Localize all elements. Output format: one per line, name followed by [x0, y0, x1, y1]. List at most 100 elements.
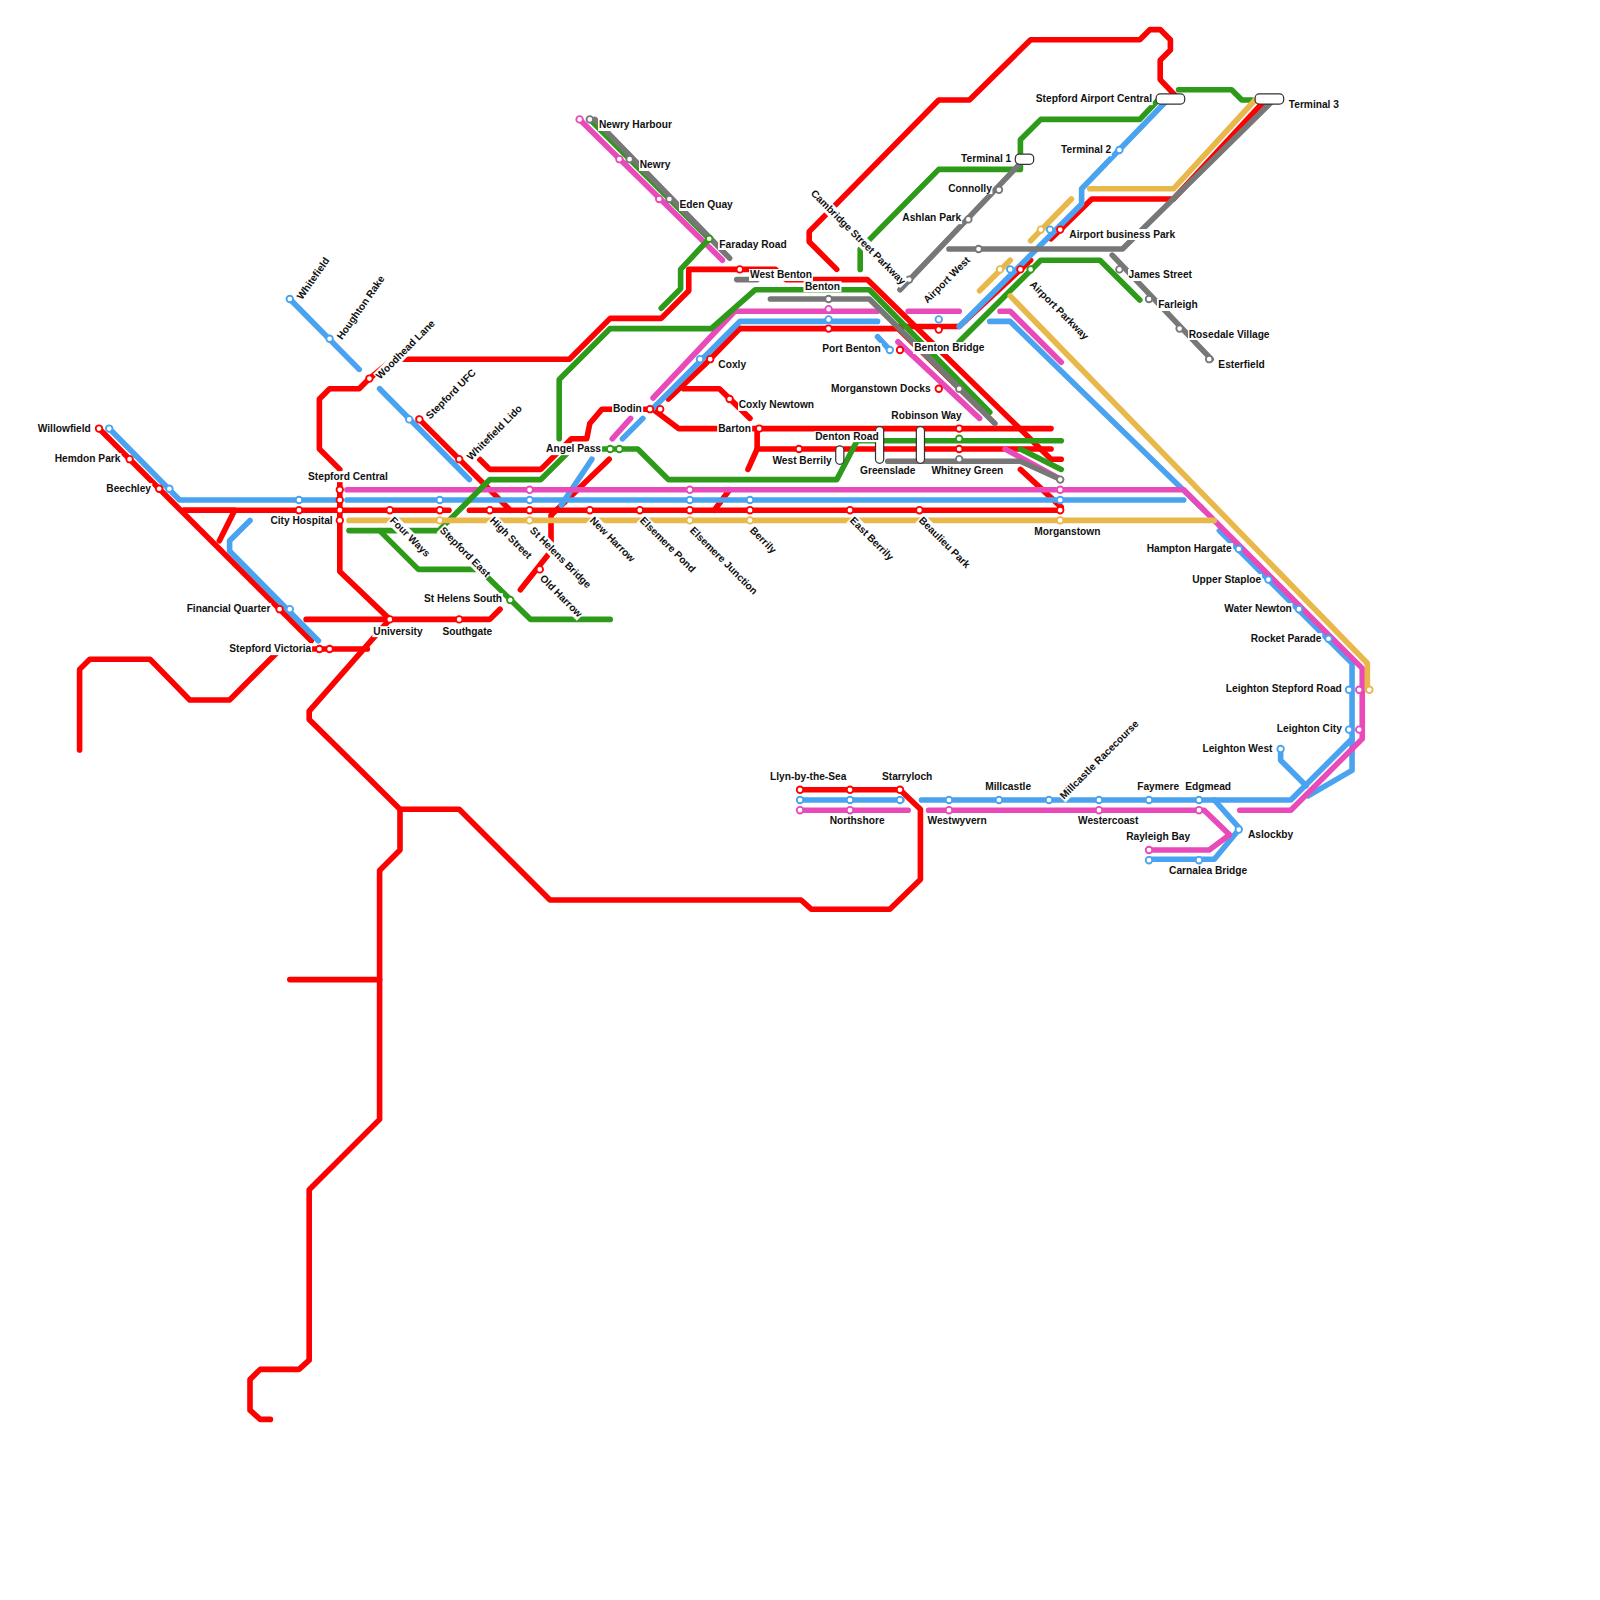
- station-label: Leighton City: [1276, 723, 1343, 735]
- station-label: Benton Bridge: [913, 342, 985, 354]
- station-dot: [416, 416, 423, 423]
- station-dot: [1236, 546, 1243, 553]
- interchange-capsule: [916, 427, 924, 464]
- station-dot: [687, 517, 694, 524]
- station-label: Hemdon Park: [54, 453, 122, 465]
- station-label: Northshore: [829, 816, 886, 828]
- station-dot: [797, 797, 804, 804]
- route-line: [1179, 90, 1252, 100]
- route-line: [99, 429, 311, 641]
- interchange-capsule: [1015, 154, 1033, 164]
- station-label: Rocket Parade: [1250, 633, 1323, 645]
- station-dot: [1206, 356, 1213, 363]
- station-dot: [1196, 807, 1203, 814]
- route-line: [561, 459, 592, 505]
- station-label: Westercoast: [1077, 816, 1139, 828]
- route-line: [990, 321, 1204, 510]
- route-line: [590, 119, 709, 308]
- station-dot: [1007, 266, 1014, 273]
- station-label: Bodin: [612, 403, 643, 415]
- station-dot: [1196, 797, 1203, 804]
- route-line: [400, 790, 920, 909]
- station-dot: [946, 807, 953, 814]
- station-label: Carnalea Bridge: [1168, 866, 1248, 878]
- station-label: West Benton: [749, 269, 813, 281]
- station-label: Airport Parkway: [1026, 278, 1091, 343]
- station-label: Morganstown: [1033, 526, 1101, 538]
- station-dot: [326, 336, 333, 343]
- route-line: [80, 649, 281, 750]
- station-dot: [796, 446, 803, 453]
- station-label: Woodhead Lane: [373, 318, 438, 383]
- station-dot: [1057, 497, 1064, 504]
- station-dot: [337, 497, 344, 504]
- station-label: Hampton Hargate: [1146, 543, 1233, 555]
- station-dot: [1236, 826, 1243, 833]
- station-label: Robinson Way: [890, 410, 962, 422]
- station-dot: [1277, 746, 1284, 753]
- station-dot: [456, 616, 463, 623]
- station-dot: [656, 196, 663, 203]
- station-dot: [897, 787, 904, 794]
- station-dot: [657, 406, 664, 413]
- station-dot: [1116, 147, 1123, 154]
- station-dot: [326, 646, 333, 653]
- station-dot: [1346, 687, 1353, 694]
- station-dot: [1366, 687, 1373, 694]
- route-line: [959, 99, 1168, 327]
- station-label: Stepford Victoria: [228, 643, 312, 655]
- station-dot: [956, 386, 963, 393]
- station-dot: [366, 375, 373, 382]
- station-dot: [847, 507, 854, 514]
- station-label: Terminal 3: [1288, 99, 1340, 111]
- station-label: Angel Pass: [545, 443, 602, 455]
- station-dot: [737, 266, 744, 273]
- station-dot: [1146, 847, 1153, 854]
- station-dot: [1096, 797, 1103, 804]
- station-label: Leighton Stepford Road: [1225, 683, 1343, 695]
- station-dot: [847, 787, 854, 794]
- station-label: St Helens South: [423, 593, 503, 605]
- station-dot: [687, 487, 694, 494]
- station-dot: [647, 406, 654, 413]
- station-dot: [1116, 266, 1123, 273]
- station-label: Stepford UFC: [423, 366, 479, 422]
- route-line: [250, 619, 400, 1419]
- interchange-capsule: [1156, 94, 1185, 104]
- route-line: [908, 308, 959, 314]
- station-dot: [825, 316, 832, 323]
- station-dot: [337, 517, 344, 524]
- station-dot: [437, 517, 444, 524]
- station-label: Coxly Newtown: [738, 399, 815, 411]
- route-line: [949, 100, 1273, 249]
- station-label: Financial Quarter: [186, 603, 272, 615]
- station-dot: [96, 425, 103, 432]
- station-dot: [276, 606, 283, 613]
- station-label: Ashlan Park: [901, 213, 962, 225]
- station-dot: [1146, 857, 1153, 864]
- station-label: Terminal 2: [1060, 144, 1112, 156]
- station-label: Benton: [804, 281, 841, 293]
- route-line: [349, 441, 1061, 531]
- station-label: Water Newton: [1223, 603, 1293, 615]
- station-dot: [707, 356, 714, 363]
- station-dot: [1146, 296, 1153, 303]
- station-dot: [887, 347, 894, 354]
- station-dot: [406, 416, 413, 423]
- station-label: Stepford East: [437, 524, 494, 581]
- route-line: [184, 510, 235, 541]
- station-label: Airport business Park: [1068, 229, 1176, 241]
- station-dot: [626, 156, 633, 163]
- station-dot: [1096, 807, 1103, 814]
- station-dot: [526, 517, 533, 524]
- station-dot: [706, 236, 713, 243]
- station-dot: [1047, 226, 1054, 233]
- station-dot: [1196, 857, 1203, 864]
- station-dot: [687, 507, 694, 514]
- station-label: Beechley: [105, 483, 152, 495]
- station-dot: [936, 316, 943, 323]
- station-dot: [1057, 226, 1064, 233]
- station-label: Faraday Road: [718, 239, 787, 251]
